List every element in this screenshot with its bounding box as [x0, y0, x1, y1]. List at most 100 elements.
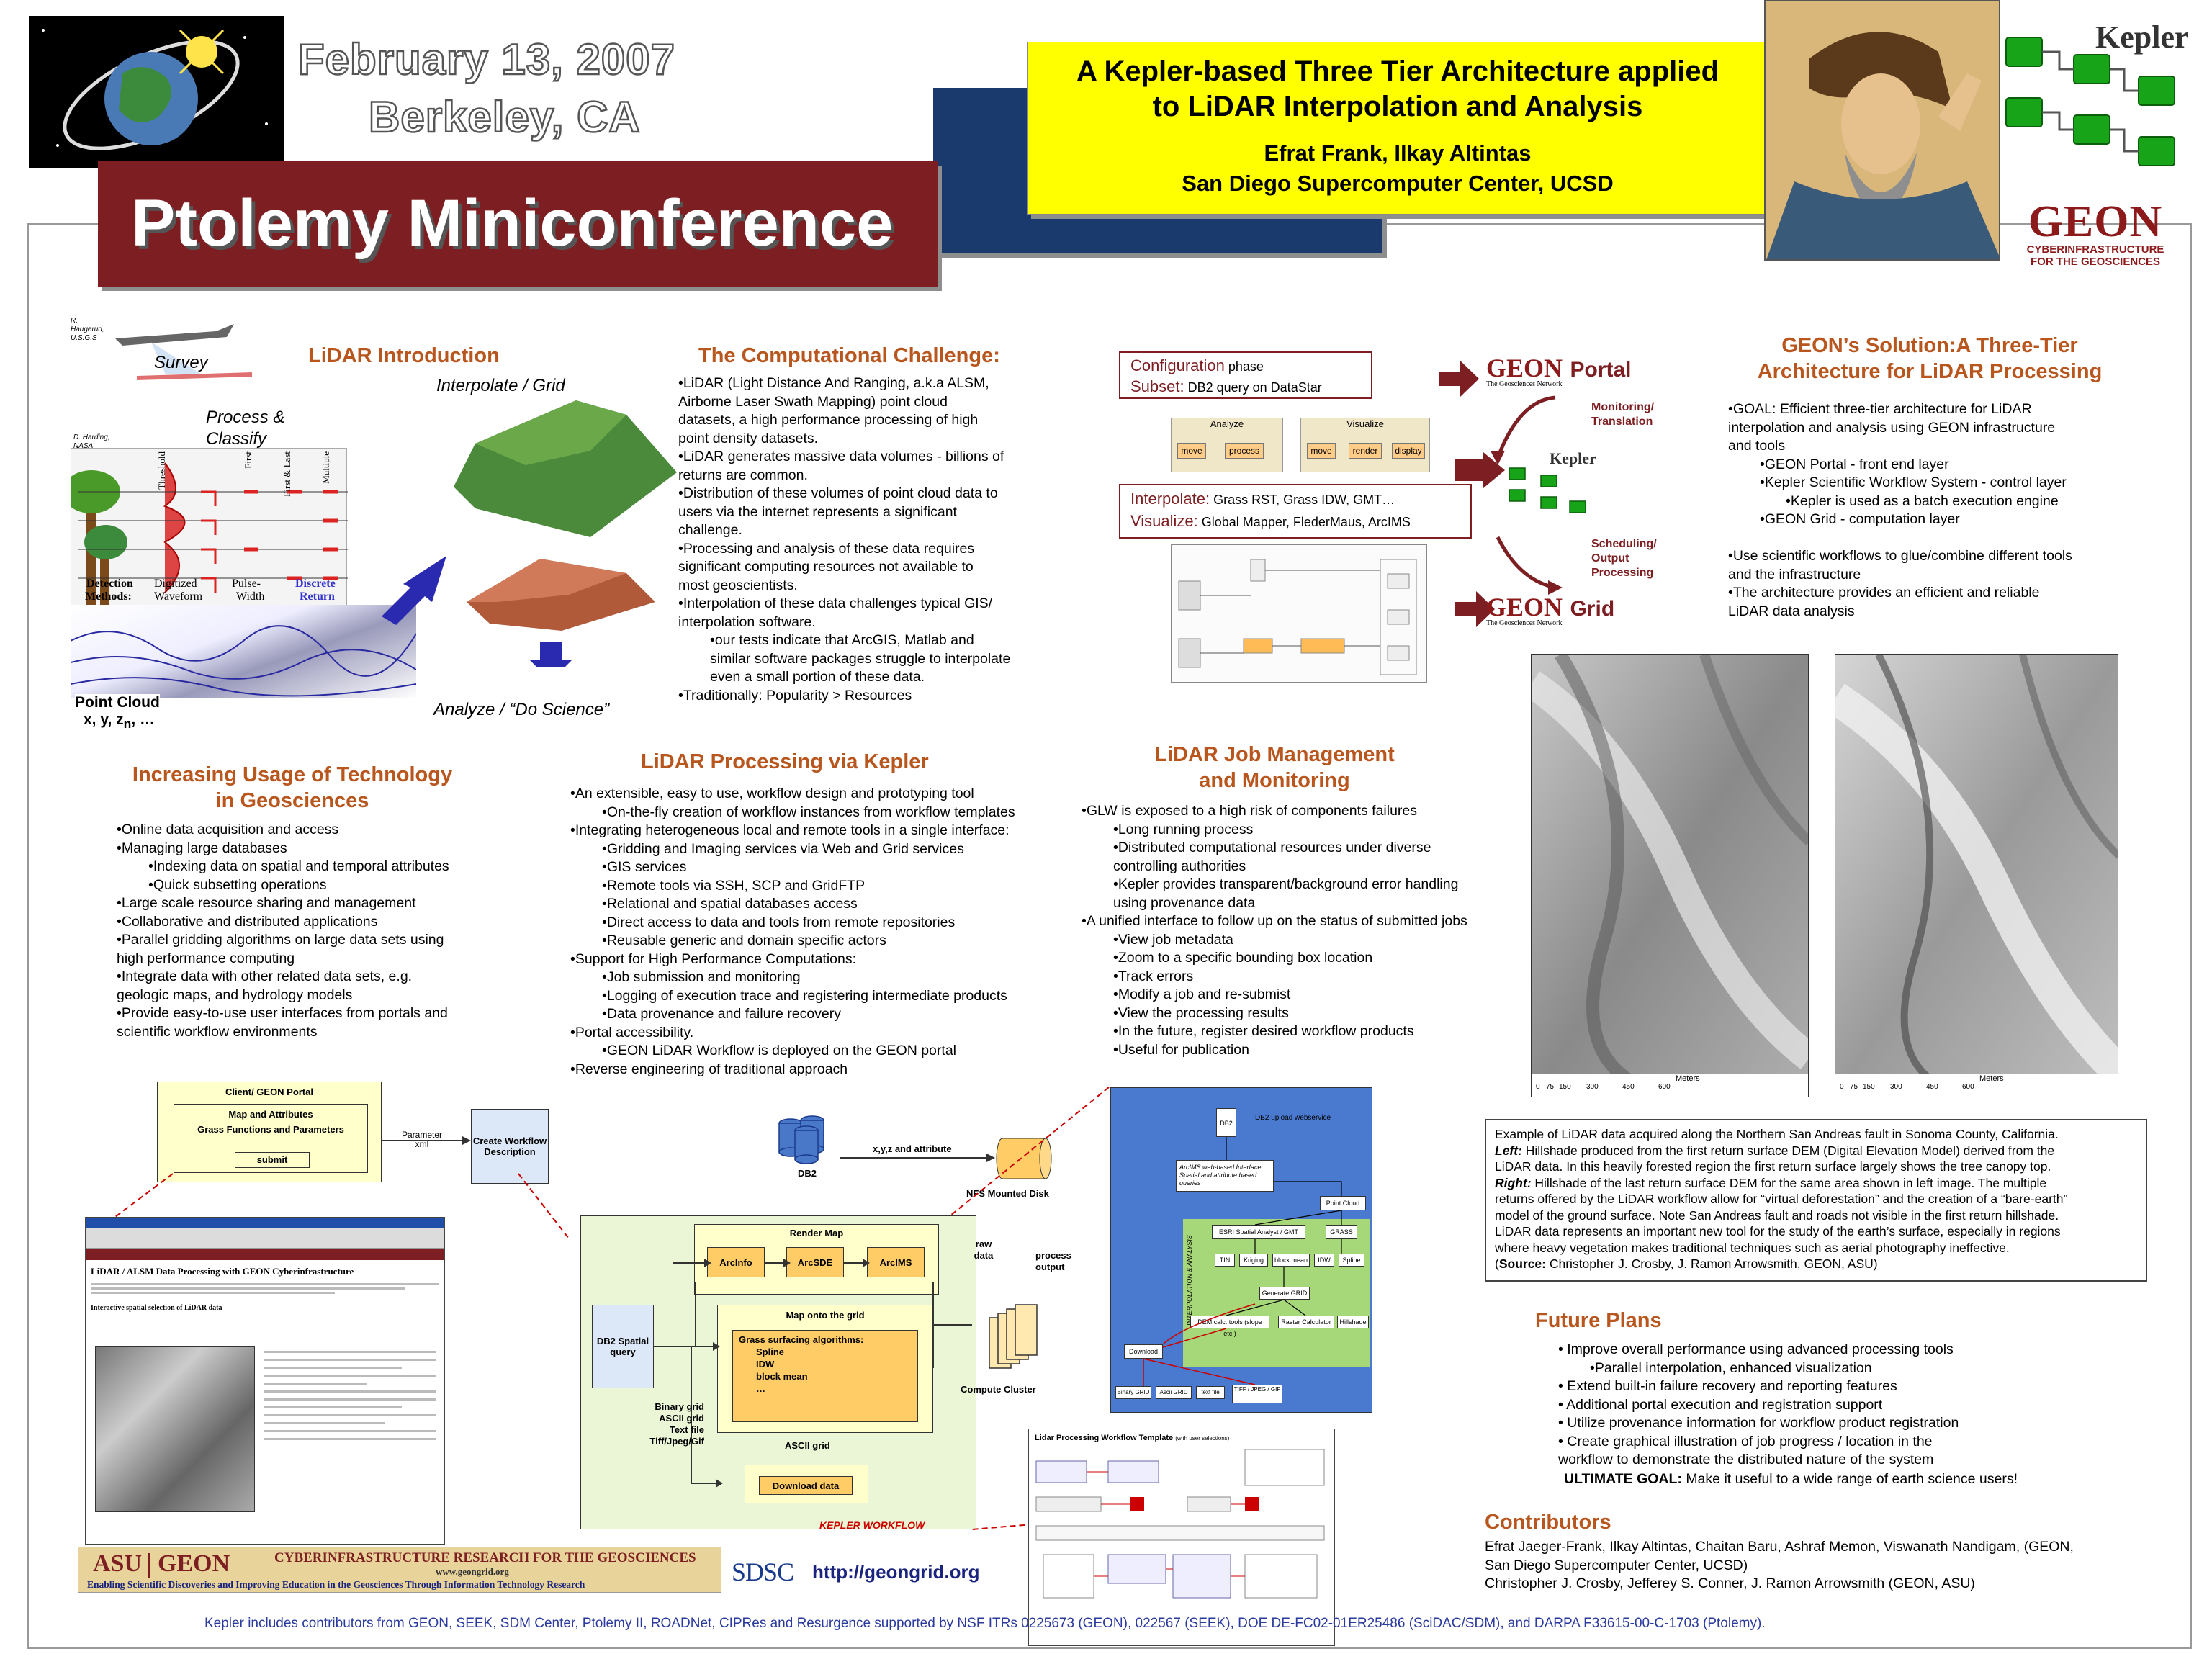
pulse-label: Pulse- [232, 577, 261, 590]
poster-affiliation: San Diego Supercomputer Center, UCSD [1182, 171, 1614, 196]
survey-label: Survey [154, 353, 208, 372]
usage-panel: Increasing Usage of Technology in Geosci… [98, 762, 487, 814]
geon-logo-sub1: CYBERINFRASTRUCTURE [2026, 243, 2164, 256]
flow-lines-green [654, 1282, 972, 1488]
job-item: •A unified interface to follow up on the… [1082, 913, 1467, 929]
visualize-text: Global Mapper, FlederMaus, ArcIMS [1197, 515, 1411, 529]
tiff-box: TIFF / JPEG / GIF [1232, 1385, 1282, 1403]
geongrid-link[interactable]: http://geongrid.org [812, 1561, 980, 1583]
visualize-label2: Visualize: [1130, 512, 1198, 530]
usage-item: •Parallel gridding algorithms on large d… [117, 932, 444, 948]
grass-functions-label: Grass Functions and Parameters [197, 1124, 344, 1135]
sdsc-logo: SDSC [732, 1557, 794, 1586]
grass-box: GRASS [1326, 1225, 1357, 1239]
alg-idw: IDW [756, 1359, 775, 1370]
scheduling-line1: Scheduling/ [1591, 538, 1657, 550]
scale-tick: 0 [1840, 1083, 1844, 1091]
kriging-box: Kriging [1239, 1254, 1268, 1267]
process-label: Process & [206, 408, 285, 427]
usage-item: •Quick subsetting operations [148, 876, 327, 893]
job-item: •Long running process [1113, 821, 1254, 837]
template-graph [1035, 1449, 1325, 1599]
render-map-label: Render Map [789, 1228, 844, 1238]
download-data-box[interactable]: Download data [759, 1476, 853, 1495]
tiff-label: Tiff/Jpeg/Gif [649, 1436, 704, 1447]
submit-button[interactable]: submit [235, 1152, 310, 1168]
blue-flow-arrows [1143, 1137, 1342, 1386]
template-title-text: Lidar Processing Workflow Template [1035, 1434, 1174, 1442]
challenge-item: even a small portion of these data. [710, 669, 925, 685]
caption-line: Right: Hillshade of the last return surf… [1495, 1175, 2047, 1190]
generate-grid-box: Generate GRID [1259, 1287, 1310, 1300]
usage-list: •Online data acquisition and access•Mana… [117, 821, 491, 1041]
footer-geon-logo: GEON [158, 1550, 230, 1577]
ptolemy-logo-icon [42, 29, 268, 150]
kepler-tier-label: Kepler [1550, 449, 1596, 467]
usage-item: •Large scale resource sharing and manage… [117, 895, 416, 911]
map-attrs-box: Map and Attributes Grass Functions and P… [174, 1104, 368, 1173]
contributor-line: Christopher J. Crosby, Jefferey S. Conne… [1485, 1575, 1975, 1591]
airplane-icon [115, 324, 252, 380]
usage-item: •Collaborative and distributed applicati… [117, 913, 378, 930]
monitoring-label: Monitoring/ Translation [1591, 400, 1654, 429]
portal-label: Portal [1570, 358, 1632, 382]
text-file-box: text file [1196, 1386, 1225, 1399]
solution-item: •GOAL: Efficient three-tier architecture… [1728, 401, 2032, 417]
footer-cyber: CYBERINFRASTRUCTURE RESEARCH FOR THE GEO… [274, 1550, 696, 1565]
solution-item: and the infrastructure [1728, 566, 1861, 583]
detection-label: Detection [86, 577, 133, 590]
nfs-disk-icon [996, 1138, 1052, 1179]
classify-label: Classify [206, 429, 267, 449]
job-item: •Useful for publication [1113, 1041, 1249, 1058]
portal-nav [86, 1249, 444, 1260]
kepler-proc-item: •Gridding and Imaging services via Web a… [602, 840, 964, 857]
template-screenshot: Lidar Processing Workflow Template (with… [1028, 1429, 1335, 1646]
caption-line: model of the ground surface. Note San An… [1495, 1208, 2059, 1223]
solution-item: •GEON Grid - computation layer [1760, 511, 1960, 527]
grid-label: Grid [1570, 597, 1615, 621]
caption-line: LiDAR data. In this heavily forested reg… [1495, 1159, 2051, 1174]
solution-item: and tools [1728, 438, 1786, 454]
event-date: February 13, 2007 [297, 35, 675, 85]
usage-heading-1: Increasing Usage of Technology [132, 763, 453, 786]
lidar-intro-heading: LiDAR Introduction [308, 344, 500, 367]
point-cloud-coords: x, y, zn, … [84, 711, 155, 732]
portal-map[interactable] [95, 1346, 255, 1512]
param-arrow-icon [382, 1136, 471, 1145]
alg-block-mean: block mean [756, 1371, 808, 1382]
analyze-label: Analyze / “Do Science” [433, 700, 610, 719]
scale-tick: 450 [1926, 1083, 1938, 1091]
first-last-label: First & Last [282, 451, 292, 497]
future-item: • Utilize provenance information for wor… [1558, 1415, 1959, 1431]
point-cloud-label: Point Cloud [75, 694, 160, 711]
lidar-intro-panel: LiDAR Introduction R. Haugerud, U.S.G.S … [63, 314, 684, 734]
kepler-proc-item: •Remote tools via SSH, SCP and GridFTP [602, 877, 866, 894]
mini-analyze-label: Analyze [1210, 418, 1244, 429]
nfs-label: NFS Mounted Disk [966, 1188, 1049, 1199]
kepler-proc-item: •Reusable generic and domain specific ac… [602, 932, 886, 948]
subset-label: Subset: [1130, 377, 1184, 395]
arrow-to-portal-icon [1439, 361, 1479, 397]
solution-heading-1: GEON’s Solution:A Three-Tier [1781, 334, 2078, 357]
client-portal-box: Client/ GEON Portal Map and Attributes G… [157, 1082, 382, 1182]
ascii-grid-label: ASCII grid [659, 1413, 704, 1424]
kepler-proc-item: •GEON LiDAR Workflow is deployed on the … [602, 1043, 956, 1058]
ptolemy-logo [29, 16, 284, 168]
future-item: • Create graphical illustration of job p… [1558, 1433, 1933, 1449]
job-heading-2: and Monitoring [1199, 769, 1350, 792]
challenge-item: most geoscientists. [678, 577, 798, 593]
solution-item: •GEON Portal - front end layer [1760, 456, 1949, 472]
geon-network-1: The Geosciences Network [1486, 380, 1563, 388]
footer-url-small: www.geongrid.org [436, 1566, 509, 1577]
threshold-label: Threshold [156, 451, 167, 490]
job-item: controlling authorities [1113, 858, 1246, 874]
geon-network-2: The Geosciences Network [1486, 619, 1563, 627]
contributor-line: San Diego Supercomputer Center, UCSD) [1485, 1557, 1748, 1573]
challenge-item: •Processing and analysis of these data r… [678, 540, 975, 557]
ultimate-label: ULTIMATE GOAL: [1564, 1471, 1682, 1487]
kepler-proc-item: •Logging of execution trace and register… [602, 987, 1007, 1004]
asu-logo: ASU [93, 1550, 143, 1577]
poster-title-line1: A Kepler-based Three Tier Architecture a… [1076, 55, 1719, 87]
template-subtitle: (with user selections) [1175, 1435, 1230, 1442]
